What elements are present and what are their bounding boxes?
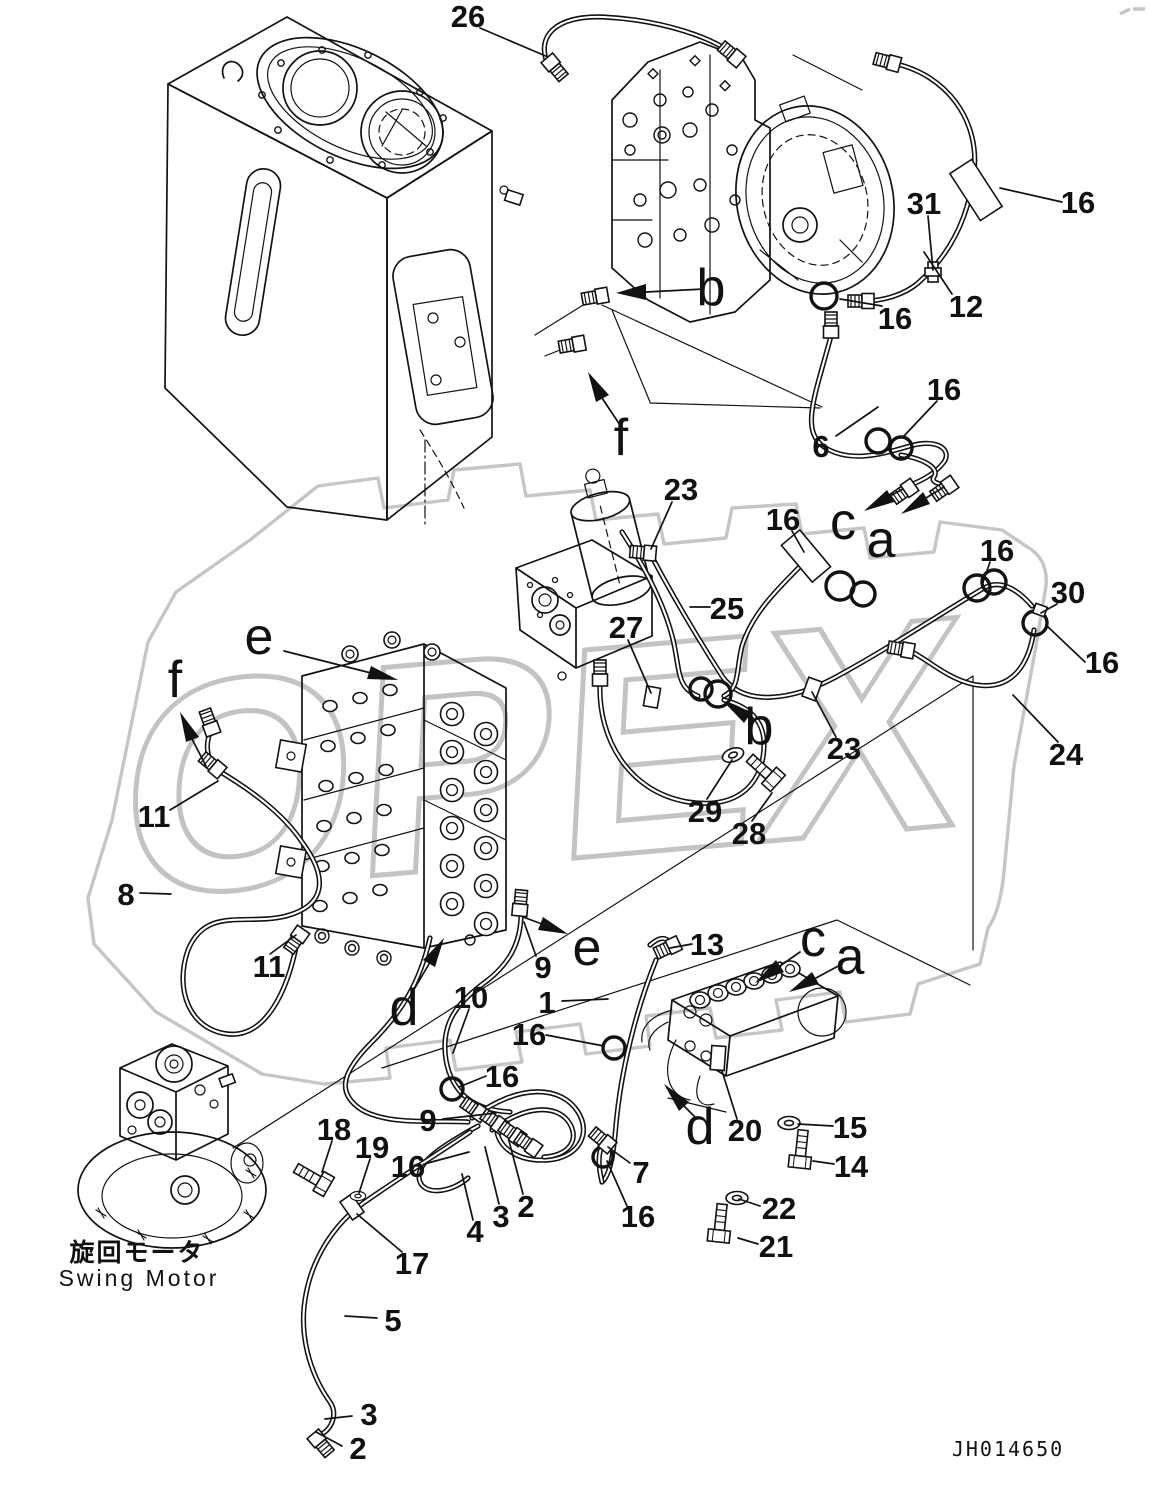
clamp-band-16-mid (780, 528, 832, 584)
callout-24: 24 (1049, 737, 1084, 772)
swing-motor-caption-jp: 旋回モータ (69, 1238, 204, 1267)
bolt-21 (706, 1202, 734, 1244)
callout-20: 20 (728, 1113, 762, 1148)
tank-flange-bolts (258, 46, 447, 169)
callout-12: 12 (949, 289, 983, 324)
callout-31: 31 (907, 186, 941, 221)
callout-4: 4 (466, 1214, 484, 1249)
hydraulic-pump (611, 41, 895, 323)
callout-16: 16 (927, 372, 961, 407)
main-control-valve (274, 631, 507, 966)
callout-29: 29 (688, 794, 722, 829)
bolt-18 (289, 1157, 336, 1198)
drawing-number: JH014650 (952, 1437, 1064, 1461)
washer-22 (725, 1190, 749, 1206)
callout-16: 16 (621, 1199, 655, 1234)
watermark-text: OPEX (115, 551, 971, 963)
clamp-23 (800, 676, 824, 702)
leader-lines (139, 27, 1086, 1447)
callout-16: 16 (512, 1017, 546, 1052)
callout-3: 3 (360, 1397, 377, 1432)
callout-23: 23 (827, 731, 861, 766)
hydraulic-tank (164, 16, 525, 521)
callout-b: b (697, 259, 726, 317)
clip-30 (1031, 602, 1049, 618)
callout-9: 9 (419, 1103, 436, 1138)
callout-9: 9 (534, 950, 551, 985)
callout-2: 2 (349, 1431, 366, 1466)
tank-port-fitting (499, 185, 525, 207)
callout-22: 22 (762, 1191, 796, 1226)
pump-ports (622, 54, 741, 248)
callout-25: 25 (710, 591, 744, 626)
washer-19 (349, 1190, 367, 1202)
callout-19: 19 (355, 1130, 389, 1165)
callout-6: 6 (812, 429, 829, 464)
callout-16: 16 (766, 502, 800, 537)
balloon-circle (797, 987, 847, 1037)
callout-16: 16 (878, 301, 912, 336)
clamps-and-rings (338, 158, 1049, 1222)
callout-b: b (745, 698, 774, 756)
callout-16: 16 (980, 533, 1014, 568)
tank-window (392, 248, 494, 426)
callout-f: f (614, 409, 629, 467)
callout-2: 2 (517, 1189, 534, 1224)
callout-16: 16 (1061, 185, 1095, 220)
callout-11: 11 (253, 949, 286, 984)
callout-d: d (686, 1098, 715, 1156)
callout-16: 16 (391, 1149, 425, 1184)
callout-13: 13 (690, 927, 724, 962)
callout-c: c (800, 910, 826, 968)
callout-3: 3 (492, 1199, 509, 1234)
tank-hook (221, 60, 244, 82)
valve-ports-left (312, 683, 398, 913)
tank-side-slot (224, 167, 282, 337)
watermark-corner-mark (1119, 7, 1145, 16)
callout-26: 26 (451, 0, 485, 34)
callout-11: 11 (138, 799, 171, 834)
callout-30: 30 (1051, 575, 1085, 610)
callout-21: 21 (759, 1229, 793, 1264)
washer-15 (777, 1115, 801, 1131)
callout-5: 5 (384, 1303, 401, 1338)
letter-pointer-arrows (180, 284, 945, 1118)
pump-flywheel-housing (735, 95, 895, 295)
callout-f: f (168, 651, 183, 709)
construction-lines (232, 54, 974, 1149)
swing-motor (77, 1043, 267, 1249)
callout-8: 8 (117, 877, 134, 912)
callout-7: 7 (632, 1155, 649, 1190)
callout-d: d (390, 979, 419, 1037)
swing-motor-caption-en: Swing Motor (59, 1265, 220, 1291)
callout-18: 18 (317, 1112, 351, 1147)
callout-14: 14 (834, 1149, 869, 1184)
callout-28: 28 (732, 816, 766, 851)
hose-26 (541, 14, 739, 70)
callout-e: e (573, 919, 602, 977)
watermark-gear-outline (86, 462, 1048, 1086)
clamp-27 (642, 685, 662, 709)
callout-23: 23 (664, 472, 698, 507)
callout-15: 15 (833, 1110, 867, 1145)
bolt-14 (787, 1128, 815, 1170)
opex-watermark: OPEX (86, 7, 1145, 1086)
clamp-band-16-top (948, 158, 1004, 222)
clamp-20 (709, 1044, 727, 1072)
callout-e: e (245, 608, 274, 666)
callout-c: c (830, 493, 856, 551)
callout-a: a (836, 928, 865, 986)
callout-17: 17 (395, 1246, 429, 1281)
callout-16: 16 (1085, 645, 1119, 680)
callout-1: 1 (538, 985, 555, 1020)
callout-16: 16 (485, 1059, 519, 1094)
callout-10: 10 (454, 980, 488, 1015)
callout-a: a (867, 511, 896, 569)
callout-27: 27 (609, 610, 643, 645)
